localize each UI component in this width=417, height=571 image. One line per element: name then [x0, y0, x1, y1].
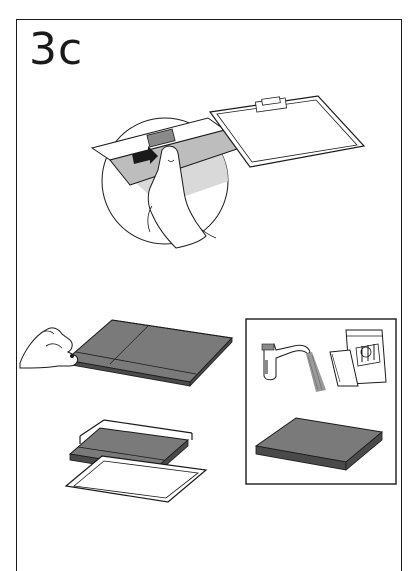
- tap-and-dishwasher-icon: [246, 319, 396, 484]
- hand-pulling-filter-mat-icon: [20, 320, 232, 386]
- filter-mat-frame-icon: [66, 420, 206, 502]
- filter-frame-icon: [210, 96, 364, 167]
